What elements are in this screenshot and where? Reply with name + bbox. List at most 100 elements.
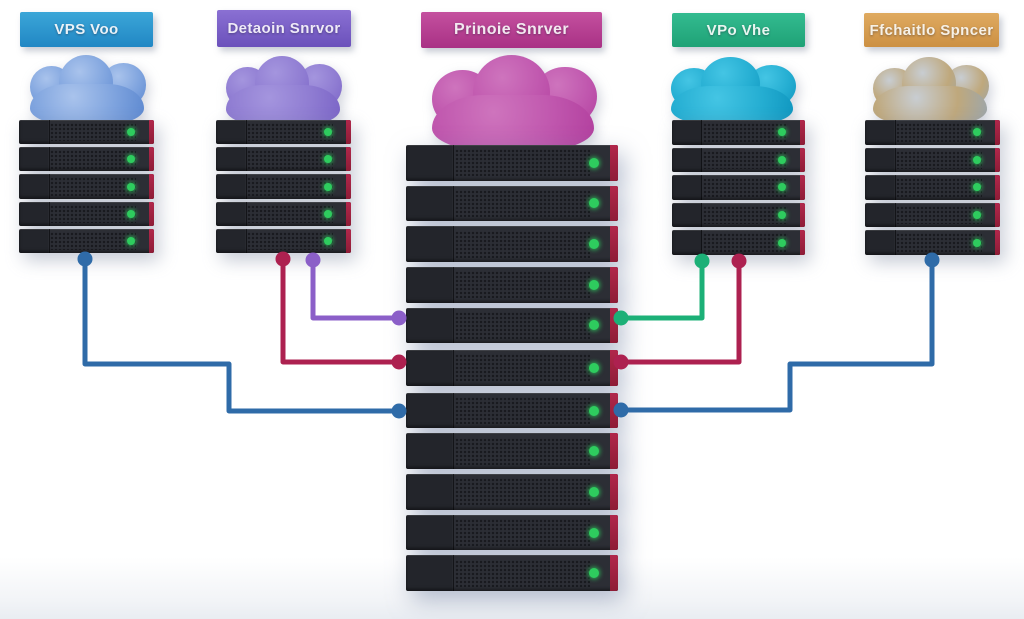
status-led-icon <box>588 320 599 331</box>
rack-unit <box>19 228 154 254</box>
rack-unit <box>19 201 154 226</box>
status-led-icon <box>588 405 599 416</box>
status-led-icon <box>588 568 599 579</box>
rack-edge-stripe <box>800 147 805 173</box>
node-label-primary: Prinoie Snrver <box>421 12 602 48</box>
rack-unit <box>672 230 805 255</box>
rack-unit <box>672 175 805 200</box>
crimson-link-left-endpoint-dot <box>391 354 407 370</box>
rack-unit <box>406 433 618 470</box>
status-led-icon <box>778 128 787 137</box>
rack-edge-stripe <box>149 228 154 254</box>
node-label-detaoin: Detaoin Snrvor <box>217 10 351 47</box>
green-link-right <box>618 258 705 321</box>
rack-edge-stripe <box>995 147 1000 173</box>
rack-edge-stripe <box>149 174 154 199</box>
server-rack <box>19 120 154 254</box>
rack-edge-stripe <box>610 307 618 344</box>
rack-unit <box>865 147 1000 173</box>
status-led-icon <box>778 211 787 220</box>
server-rack-primary <box>406 145 618 592</box>
status-led-icon <box>973 155 982 164</box>
status-led-icon <box>127 155 136 164</box>
rack-unit <box>865 230 1000 255</box>
status-led-icon <box>588 446 599 457</box>
blue-link-left <box>82 256 402 414</box>
rack-unit <box>865 175 1000 200</box>
rack-unit <box>216 228 351 254</box>
status-led-icon <box>778 183 787 192</box>
rack-unit <box>216 120 351 145</box>
purple-link-left-endpoint-dot <box>305 252 321 268</box>
node-label-text: VPo Vhe <box>706 21 771 39</box>
server-rack <box>672 120 805 255</box>
node-label-text: VPS Voo <box>54 21 119 38</box>
status-led-icon <box>127 182 136 191</box>
node-label-text: Ffchaitlo Spncer <box>869 21 994 39</box>
rack-edge-stripe <box>346 228 351 254</box>
rack-edge-stripe <box>800 230 805 255</box>
rack-edge-stripe <box>800 175 805 200</box>
cloud-icon <box>668 57 796 125</box>
status-led-icon <box>588 157 599 168</box>
status-led-icon <box>973 183 982 192</box>
rack-edge-stripe <box>610 145 618 181</box>
rack-unit <box>406 474 618 510</box>
purple-link-left-endpoint-dot <box>391 310 407 326</box>
rack-edge-stripe <box>346 201 351 226</box>
rack-unit <box>865 202 1000 228</box>
rack-edge-stripe <box>346 147 351 172</box>
cloud-icon <box>429 55 597 151</box>
status-led-icon <box>324 155 333 164</box>
rack-unit <box>406 145 618 181</box>
status-led-icon <box>588 198 599 209</box>
rack-edge-stripe <box>995 202 1000 228</box>
status-led-icon <box>973 211 982 220</box>
node-label-vps-left: VPS Voo <box>20 12 153 47</box>
server-rack <box>216 120 351 254</box>
rack-edge-stripe <box>610 555 618 592</box>
crimson-link-left-endpoint-dot <box>275 251 291 267</box>
rack-unit <box>672 120 805 145</box>
node-label-vpo: VPo Vhe <box>672 13 805 47</box>
status-led-icon <box>588 527 599 538</box>
rack-edge-stripe <box>610 433 618 470</box>
rack-edge-stripe <box>610 185 618 222</box>
status-led-icon <box>778 155 787 164</box>
status-led-icon <box>324 236 333 245</box>
rack-edge-stripe <box>149 120 154 145</box>
rack-unit <box>865 120 1000 145</box>
status-led-icon <box>127 236 136 245</box>
purple-link-left <box>310 257 402 321</box>
blue-link-right <box>618 257 935 413</box>
green-link-right-endpoint-dot <box>694 253 710 269</box>
rack-unit <box>406 266 618 303</box>
rack-unit <box>216 174 351 199</box>
crimson-link-right <box>618 258 742 365</box>
rack-edge-stripe <box>995 175 1000 200</box>
rack-unit <box>406 514 618 551</box>
status-led-icon <box>973 238 982 247</box>
rack-edge-stripe <box>995 230 1000 255</box>
rack-edge-stripe <box>346 174 351 199</box>
cloud-icon <box>28 55 146 125</box>
status-led-icon <box>324 209 333 218</box>
rack-unit <box>406 555 618 592</box>
rack-edge-stripe <box>995 120 1000 145</box>
rack-unit <box>406 392 618 429</box>
crimson-link-right-endpoint-dot <box>731 253 747 269</box>
rack-edge-stripe <box>149 147 154 172</box>
node-label-text: Prinoie Snrver <box>454 21 569 38</box>
rack-edge-stripe <box>610 392 618 429</box>
rack-edge-stripe <box>610 266 618 303</box>
status-led-icon <box>324 182 333 191</box>
status-led-icon <box>127 209 136 218</box>
rack-unit <box>216 147 351 172</box>
rack-unit <box>19 120 154 145</box>
rack-edge-stripe <box>346 120 351 145</box>
rack-unit <box>406 307 618 344</box>
status-led-icon <box>324 128 333 137</box>
rack-edge-stripe <box>800 202 805 228</box>
node-label-text: Detaoin Snrvor <box>227 20 341 37</box>
rack-edge-stripe <box>610 226 618 262</box>
